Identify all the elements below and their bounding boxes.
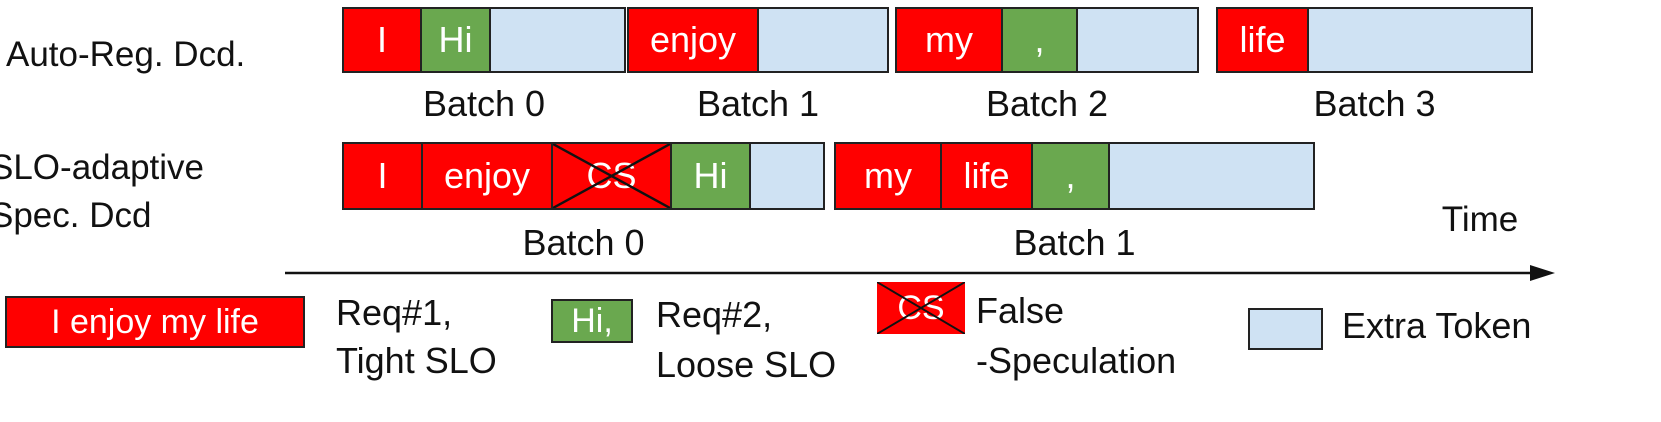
token-cell: I: [344, 9, 422, 71]
token-text: life: [963, 155, 1010, 196]
token-cell: my: [836, 144, 942, 208]
legend-false-line2: -Speculation: [976, 340, 1177, 381]
extra-token-cell: [491, 9, 624, 71]
legend-extra-token-swatch: [1248, 308, 1323, 350]
legend-false-speculation-sample: CS: [897, 288, 945, 327]
token-cell: I: [344, 144, 423, 208]
token-text: enjoy: [649, 19, 737, 60]
time-axis: [285, 265, 1555, 281]
token-cell: life: [1218, 9, 1309, 71]
token-cell: life: [942, 144, 1033, 208]
autoreg-batch-2-label: Batch 2: [985, 83, 1109, 124]
token-text: my: [925, 19, 973, 60]
token-cell: Hi: [672, 144, 751, 208]
legend-false-line1: False: [976, 290, 1065, 331]
autoreg-batch-1-label: Batch 1: [696, 83, 820, 124]
token-text: I: [376, 19, 387, 60]
token-cell: ,: [1003, 9, 1078, 71]
token-cell: Hi: [422, 9, 491, 71]
token-text: Hi: [438, 19, 473, 60]
autoreg-batch-0-label: Batch 0: [422, 83, 546, 124]
token-text: ,: [1065, 155, 1076, 196]
token-cell: enjoy: [423, 144, 553, 208]
extra-token-cell: [751, 144, 823, 208]
token-text: enjoy: [443, 155, 531, 196]
extra-token-cell: [759, 9, 887, 71]
false-speculation-token: CS: [553, 144, 672, 208]
autoreg-batch-1-bar: enjoy: [627, 7, 889, 73]
legend-req2-line1: Req#2,: [656, 294, 773, 335]
autoreg-batch-2-bar: my,: [895, 7, 1199, 73]
autoreg-batch-3-label: Batch 3: [1313, 83, 1436, 124]
legend-req1-line1: Req#1,: [336, 292, 453, 333]
token-text: Hi: [693, 155, 728, 196]
autoreg-batch-0-bar: I Hi: [342, 7, 626, 73]
slo-adaptive-label-line1: SLO-adaptive: [0, 148, 205, 187]
token-text: life: [1239, 19, 1286, 60]
time-label: Time: [1441, 200, 1519, 239]
extra-token-cell: [1110, 144, 1313, 208]
legend-req2-line2: Loose SLO: [656, 344, 837, 385]
legend-tight-slo-swatch: I enjoy my life: [5, 296, 305, 348]
token-cell: ,: [1033, 144, 1110, 208]
legend-loose-slo-sample: Hi,: [571, 301, 613, 340]
legend-false-speculation-swatch: CS: [877, 282, 965, 334]
token-cell: enjoy: [629, 9, 759, 71]
spec-batch-1-label: Batch 1: [1013, 222, 1136, 263]
token-text: CS: [586, 155, 637, 196]
token-text: ,: [1034, 19, 1045, 60]
autoreg-batch-3-bar: life: [1216, 7, 1533, 73]
extra-token-cell: [1309, 9, 1531, 71]
token-text: my: [864, 155, 912, 196]
legend-extra-token-label: Extra Token: [1342, 305, 1532, 346]
legend-req1-line2: Tight SLO: [336, 340, 497, 381]
spec-batch-1-bar: my life,: [834, 142, 1315, 210]
slo-adaptive-label-line2: Spec. Dcd: [0, 196, 152, 235]
autoreg-row-label: Auto-Reg. Dcd.: [6, 35, 246, 74]
legend-tight-slo-sample: I enjoy my life: [51, 302, 259, 341]
token-cell: my: [897, 9, 1003, 71]
spec-batch-0-label: Batch 0: [522, 222, 645, 263]
extra-token-cell: [1078, 9, 1197, 71]
token-text: I: [377, 155, 388, 196]
legend-loose-slo-swatch: Hi,: [551, 299, 633, 343]
